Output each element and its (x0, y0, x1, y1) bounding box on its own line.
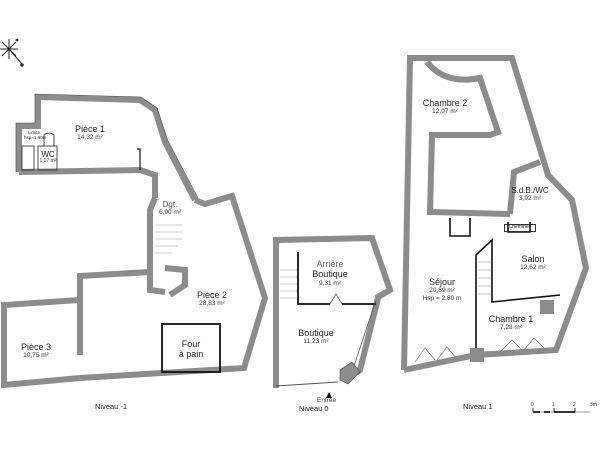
level-1-walls (401, 55, 590, 373)
room-name: Séjour (428, 277, 455, 287)
fireplace-label: Cheminée (504, 224, 536, 232)
room-area: 28,83 m² (199, 300, 225, 308)
room-area: 12,62 m² (520, 264, 546, 272)
room-name: Chambre 1 (488, 314, 534, 324)
room-chambre2: Chambre 2 12,07 m² (420, 98, 470, 116)
room-name: Boutique (298, 328, 334, 338)
room-name-2: Boutique (312, 269, 348, 280)
room-chambre1: Chambre 1 7,28 m² (486, 314, 536, 332)
room-salon: Salon 12,62 m² (515, 254, 551, 272)
compass-icon (0, 38, 24, 67)
level-label-minus1: Niveau -1 (95, 402, 128, 411)
room-area: hsp=1,80m (24, 135, 47, 141)
room-height: Hsp = 2,80 m (422, 294, 462, 302)
level-label-1: Niveau 1 (463, 402, 493, 411)
room-name: Dgt. (162, 200, 178, 209)
room-sdb-wc: S.d.B./WC 3,92 m² (508, 186, 552, 203)
room-name: Chambre 2 (422, 98, 468, 108)
wc-fixture (21, 132, 58, 171)
bread-oven (161, 323, 221, 373)
room-area: 20,89 m² (429, 287, 455, 295)
room-area: 7,28 m² (499, 324, 523, 332)
room-area: 11,23 m² (303, 338, 329, 346)
room-sejour: Séjour 20,89 m² Hsp = 2,80 m (418, 277, 466, 302)
level-label-0: Niveau 0 (299, 404, 329, 413)
room-limite: Limite hsp=1,80m (24, 130, 47, 141)
room-area: 12,07 m² (432, 108, 458, 116)
room-name-2: à pain (178, 349, 204, 360)
room-name: Arrière (316, 259, 344, 269)
room-piece2: Pièce 2 28,83 m² (192, 290, 232, 308)
room-name: Limite (27, 130, 40, 135)
room-piece1: Pièce 1 14,32 m² (70, 124, 110, 142)
room-name: Pièce 3 (20, 342, 52, 352)
room-area: 10,75 m² (23, 352, 49, 360)
scale-tick-1: 1 (552, 402, 555, 408)
room-name: Salon (521, 254, 545, 264)
scale-tick-0: 0 (531, 402, 534, 408)
room-wc: WC 1,07 m² (38, 150, 58, 165)
room-area: 6,90 m² (158, 209, 182, 217)
room-name: Four (181, 339, 201, 349)
room-piece3: Pièce 3 10,75 m² (16, 342, 56, 360)
room-arriere-boutique: Arrière Boutique 9,31 m² (308, 259, 352, 287)
room-name: Pièce 1 (74, 124, 106, 134)
entrance-label: Entrée (317, 397, 337, 404)
room-four-a-pain: Four à pain (170, 339, 212, 360)
scale-tick-2: 2 (573, 402, 576, 408)
room-area: 9,31 m² (318, 279, 342, 287)
scale-tick-3: 3m (590, 402, 597, 408)
room-area: 3,92 m² (518, 195, 542, 203)
room-dgt: Dgt. 6,90 m² (158, 200, 182, 217)
room-boutique: Boutique 11,23 m² (294, 328, 338, 346)
room-name: WC (41, 150, 55, 159)
room-name: S.d.B./WC (511, 186, 549, 195)
room-area: 1,07 m² (39, 158, 57, 165)
room-name: Pièce 2 (196, 290, 228, 300)
entrance-arrow-icon (326, 392, 332, 398)
room-area: 14,32 m² (77, 134, 103, 142)
level-minus1-walls (0, 93, 269, 389)
scale-bar (532, 408, 590, 413)
